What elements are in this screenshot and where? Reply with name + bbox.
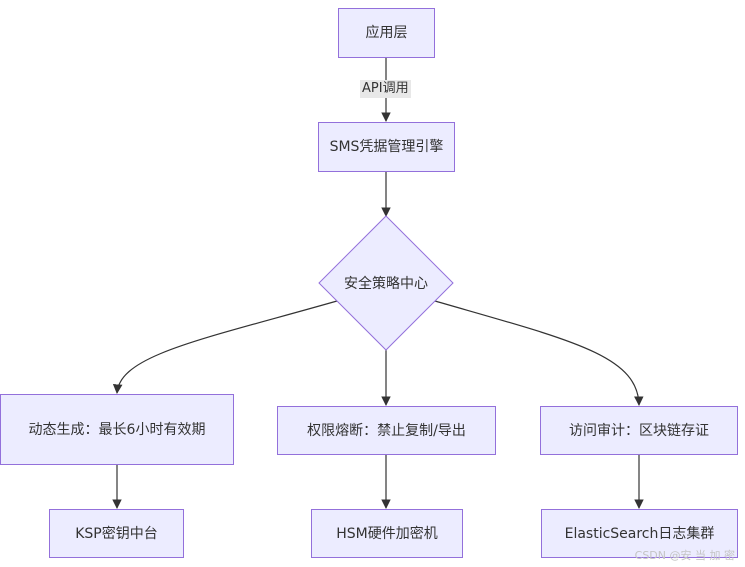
node-dynamic-gen-label: 动态生成：最长6小时有效期 [28, 421, 206, 438]
node-ksp-label: KSP密钥中台 [75, 525, 158, 542]
node-es-logs-label: ElasticSearch日志集群 [564, 525, 715, 542]
node-perm-fuse-label: 权限熔断：禁止复制/导出 [307, 422, 466, 439]
node-dynamic-gen: 动态生成：最长6小时有效期 [0, 394, 234, 465]
edge-label-api-call: API调用 [360, 80, 411, 98]
node-app-layer: 应用层 [338, 8, 435, 58]
node-app-layer-label: 应用层 [365, 25, 408, 41]
node-audit-label: 访问审计：区块链存证 [569, 422, 709, 439]
edge-security-to-dynamic [112, 300, 338, 394]
watermark: CSDN @安 当 加 密 [634, 549, 735, 562]
node-es-logs: ElasticSearch日志集群 [541, 509, 738, 558]
node-ksp: KSP密钥中台 [49, 509, 184, 558]
node-perm-fuse: 权限熔断：禁止复制/导出 [277, 406, 496, 455]
edge-security-to-audit [434, 300, 644, 406]
node-sms-engine-label: SMS凭据管理引擎 [329, 139, 444, 155]
node-hsm: HSM硬件加密机 [311, 509, 463, 558]
node-security-center-label: 安全策略中心 [344, 276, 428, 292]
security-center-diamond [318, 215, 454, 351]
node-sms-engine: SMS凭据管理引擎 [318, 122, 455, 172]
node-hsm-label: HSM硬件加密机 [336, 525, 438, 542]
node-audit: 访问审计：区块链存证 [540, 406, 738, 455]
